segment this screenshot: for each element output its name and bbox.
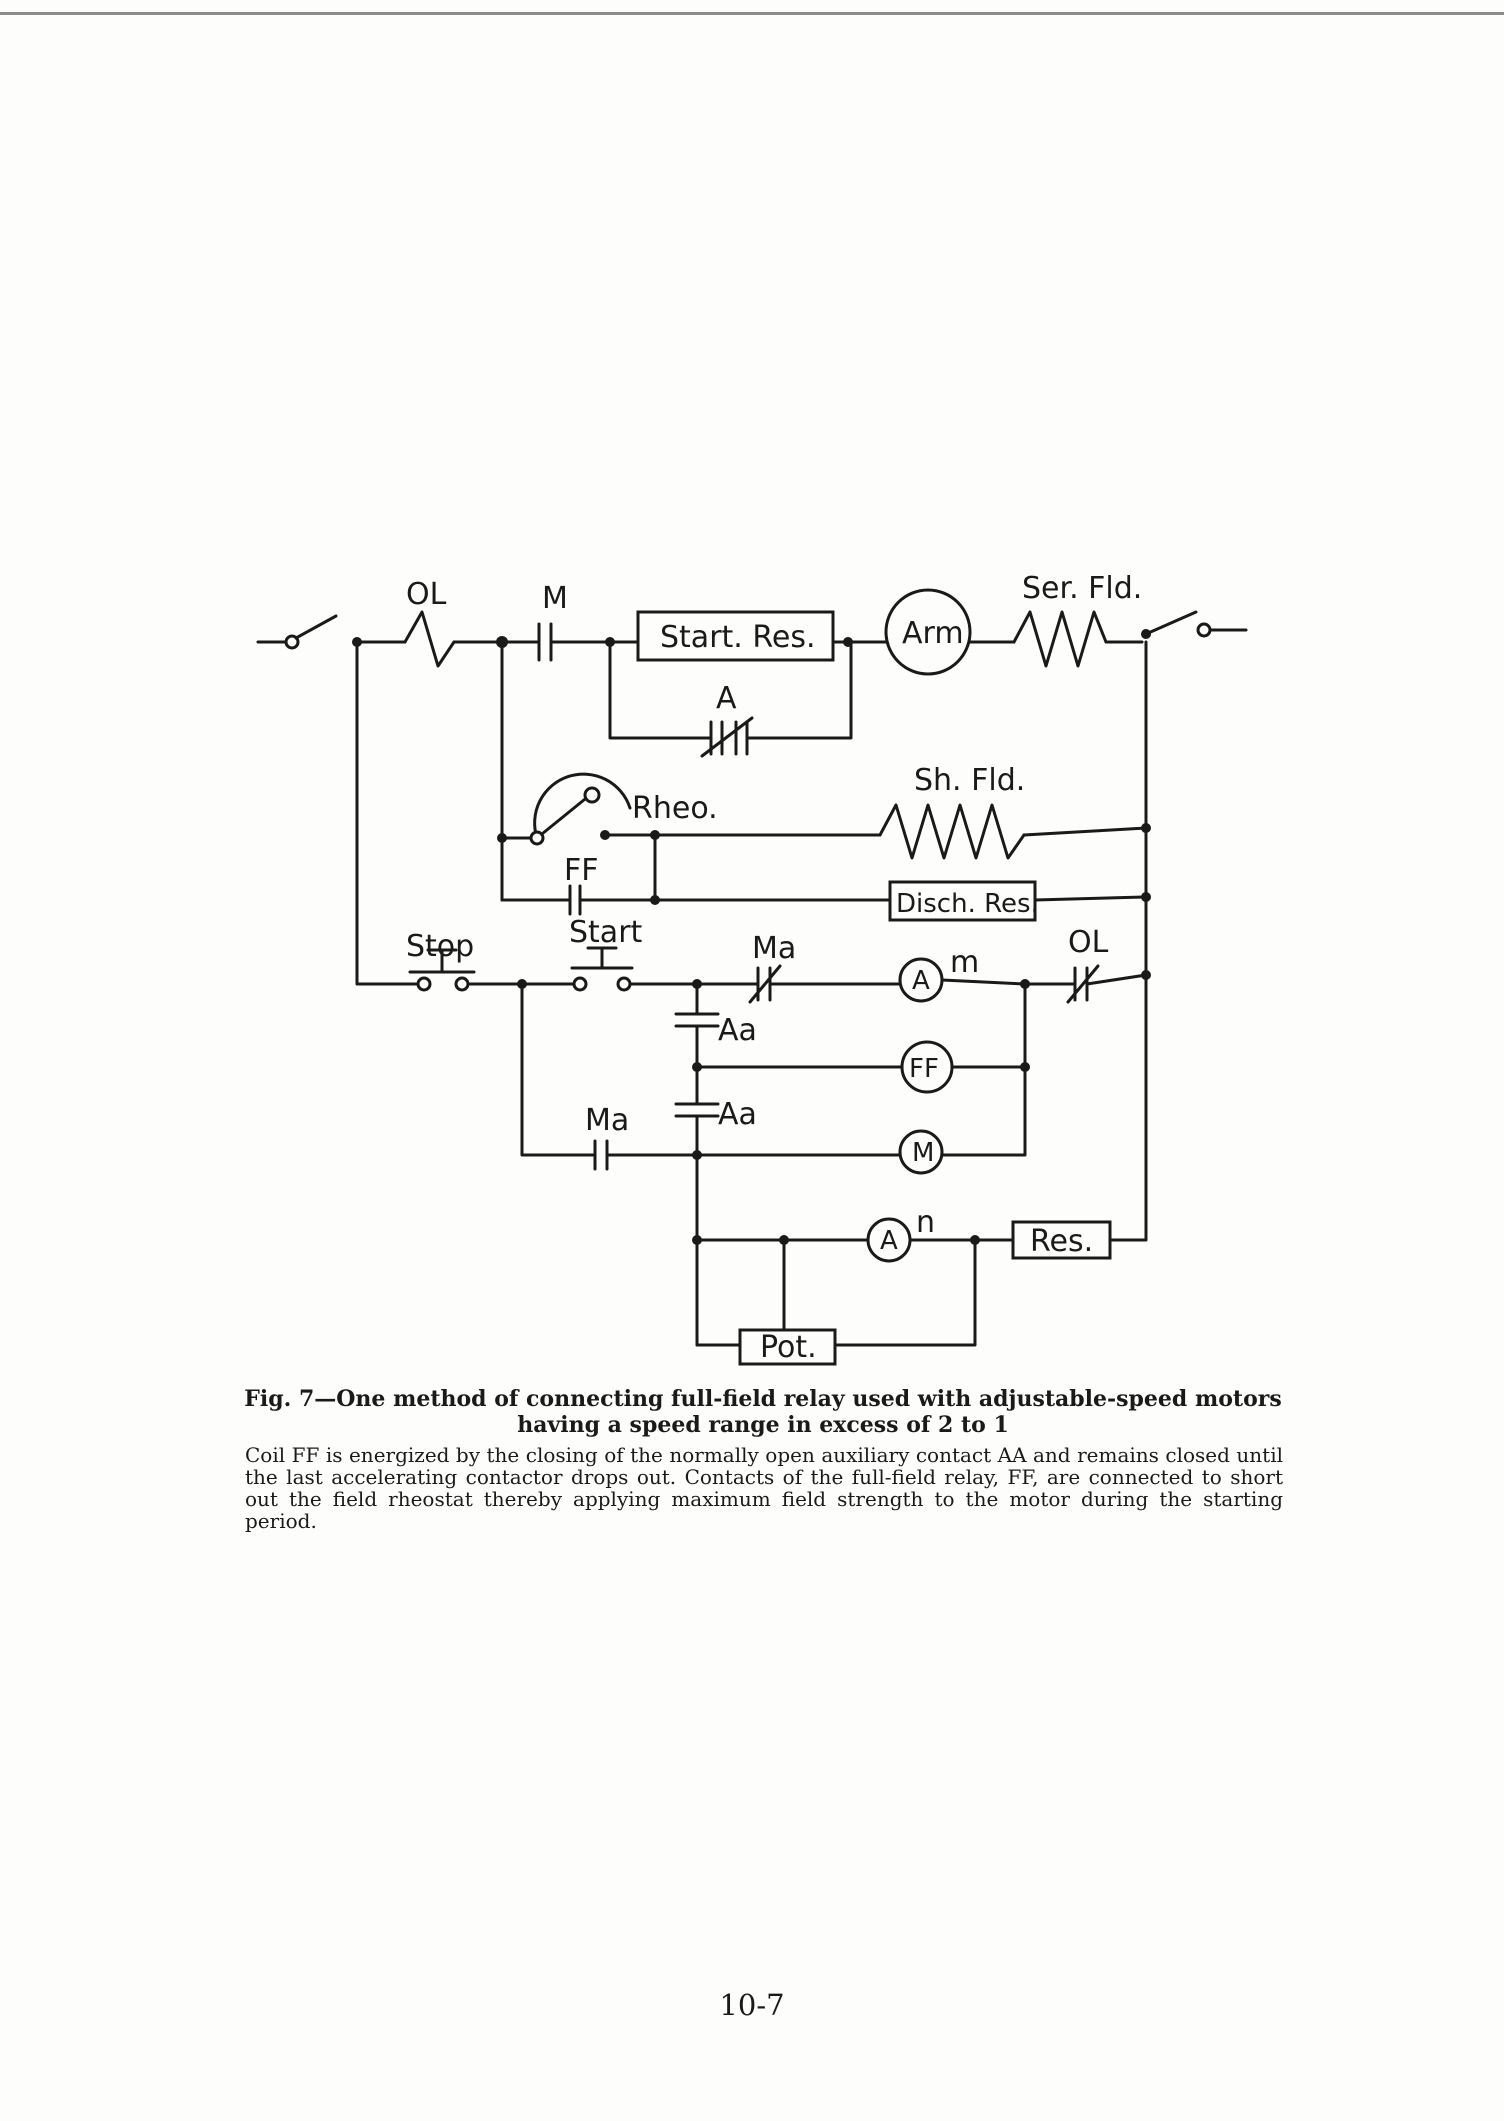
ma-lower-label: Ma [585, 1103, 629, 1138]
ol-contact-label: OL [1068, 925, 1109, 960]
an-coil-label: A [880, 1226, 898, 1256]
m-coil-label: M [912, 1138, 934, 1168]
left-feed [355, 640, 406, 986]
wiring-diagram: OL M Start. Res. Arm Ser. Fld. A Rheo. S… [256, 571, 1248, 1366]
series-field-winding [1012, 610, 1108, 668]
stop-label: Stop [406, 929, 474, 964]
aa-upper-label: Aa [718, 1013, 757, 1048]
ol-nc-contact [1023, 964, 1148, 1004]
rheo-label: Rheo. [632, 791, 718, 826]
discharge-resistor [888, 880, 1037, 922]
ma-nc-contact [695, 964, 902, 1004]
pot-label: Pot. [760, 1330, 817, 1365]
arm-label: Arm [902, 616, 964, 651]
start-label: Start [569, 915, 643, 950]
an-sup-label: n [916, 1205, 935, 1240]
top-border-rule [0, 12, 1504, 15]
right-bus [1108, 640, 1148, 1242]
aa-contacts-column [674, 982, 720, 1347]
aa-lower-label: Aa [718, 1097, 757, 1132]
m-top-label: M [542, 581, 568, 616]
stop-button[interactable] [402, 948, 524, 992]
figure-caption-title: Fig. 7—One method of connecting full-fie… [244, 1386, 1282, 1438]
potentiometer [695, 1238, 977, 1366]
a-contact-label: A [716, 681, 737, 716]
a-bypass-loop [608, 640, 853, 758]
am-sup-label: m [950, 945, 979, 980]
ff-contact-branch [500, 833, 1148, 916]
main-line [256, 610, 1248, 668]
ff-coil-label: FF [909, 1054, 939, 1084]
ol-top-label: OL [406, 577, 447, 612]
shunt-field-winding [878, 803, 1026, 860]
page-number: 10-7 [719, 1988, 785, 2022]
m-coil [898, 1129, 944, 1175]
start-res-label: Start. Res. [660, 620, 815, 655]
ff-contact-label: FF [564, 853, 599, 888]
ma-upper-label: Ma [752, 931, 796, 966]
am-coil-label: A [912, 966, 930, 996]
ser-fld-label: Ser. Fld. [1022, 571, 1142, 606]
figure-caption-body: Coil FF is energized by the closing of t… [245, 1443, 1283, 1533]
disch-res-label: Disch. Res. [896, 889, 1039, 919]
res-label: Res. [1030, 1224, 1093, 1259]
rheostat-branch [497, 640, 1148, 902]
start-resistor [636, 610, 835, 662]
ma-no-contact [520, 982, 902, 1171]
m-main-contact [537, 622, 553, 662]
ol-heater [403, 610, 456, 668]
start-button[interactable] [520, 946, 699, 992]
resistor [1011, 1220, 1112, 1260]
sh-fld-label: Sh. Fld. [914, 763, 1025, 798]
armature [884, 588, 972, 676]
